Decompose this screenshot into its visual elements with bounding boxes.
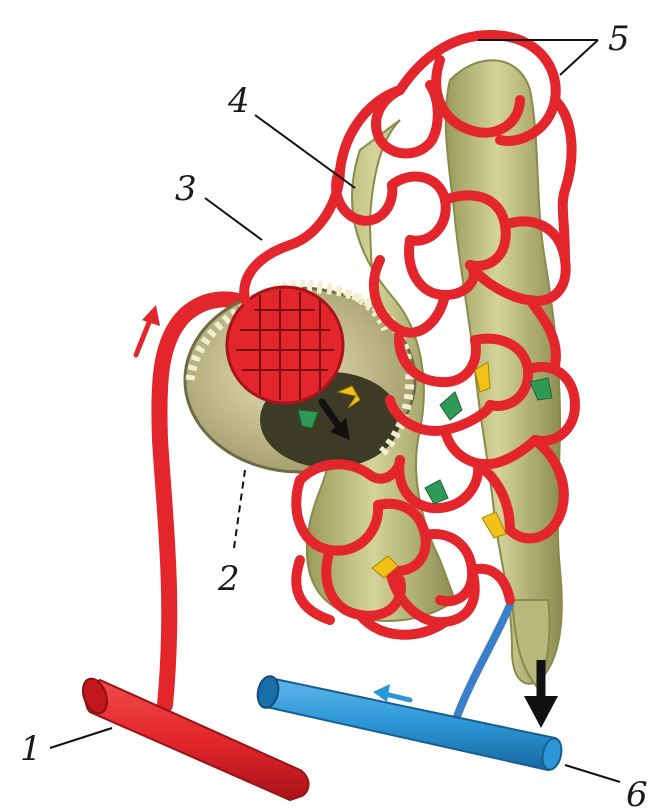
label-1: 1 xyxy=(20,729,42,769)
vein-tube xyxy=(262,678,555,770)
leader-1 xyxy=(50,728,112,748)
venule-branch xyxy=(455,605,510,722)
arterial-flow-arrow xyxy=(136,320,150,355)
label-2: 2 xyxy=(217,559,240,599)
label-3: 3 xyxy=(175,169,197,209)
label-6: 6 xyxy=(626,775,648,812)
leader-3 xyxy=(205,198,262,240)
label-5: 5 xyxy=(608,19,630,59)
leader-2 xyxy=(234,470,245,548)
reabsorption-arrow xyxy=(440,392,462,420)
leader-6 xyxy=(565,765,620,782)
label-4: 4 xyxy=(227,81,250,121)
arterial-flow-arrowhead xyxy=(142,305,160,326)
venous-flow-arrow xyxy=(385,694,410,700)
leader-5b xyxy=(560,40,598,75)
reabsorption-arrow xyxy=(425,480,448,504)
